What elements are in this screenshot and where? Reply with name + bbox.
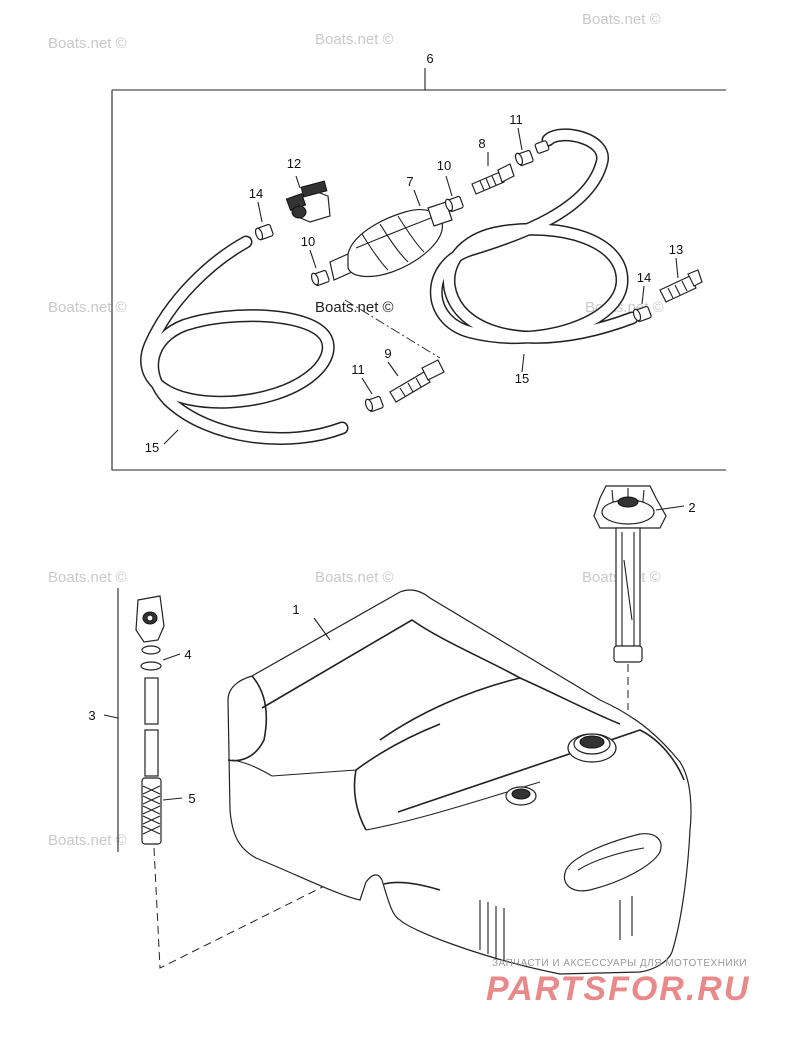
guide-line bbox=[344, 299, 441, 359]
watermark: Boats.net © bbox=[315, 31, 394, 48]
callout-14: 14 bbox=[249, 186, 263, 201]
callouts: 6 11 8 10 12 7 14 10 13 14 9 11 15 15 2 … bbox=[88, 51, 695, 806]
callout-14: 14 bbox=[637, 270, 651, 285]
branding-logo: PARTSFOR.RU bbox=[486, 970, 750, 1008]
callout-4: 4 bbox=[184, 647, 191, 662]
callout-13: 13 bbox=[669, 242, 683, 257]
site-branding: ЗАПЧАСТИ И АКСЕССУАРЫ ДЛЯ МОТОТЕХНИКИ PA… bbox=[486, 958, 750, 1008]
clamp bbox=[534, 140, 550, 154]
callout-11: 11 bbox=[351, 362, 365, 377]
fuel-line-kit-frame bbox=[111, 89, 726, 471]
clamp-fittings bbox=[254, 140, 652, 413]
hose-barb-fitting bbox=[659, 269, 703, 303]
clamp bbox=[254, 223, 274, 241]
leader-lines bbox=[103, 127, 685, 801]
clamp bbox=[364, 395, 384, 413]
watermark: Boats.net © bbox=[48, 569, 127, 586]
fuel-gauge bbox=[593, 485, 667, 710]
callout-1: 1 bbox=[292, 602, 299, 617]
primer-bulb bbox=[329, 201, 453, 281]
clamp bbox=[632, 305, 652, 323]
callout-12: 12 bbox=[287, 156, 301, 171]
clamp bbox=[444, 195, 464, 213]
watermark: Boats.net © bbox=[582, 11, 661, 28]
hose-barb-fitting bbox=[389, 359, 445, 403]
branding-subtitle: ЗАПЧАСТИ И АКСЕССУАРЫ ДЛЯ МОТОТЕХНИКИ bbox=[492, 958, 747, 969]
callout-10: 10 bbox=[301, 234, 315, 249]
watermark: Boats.net © bbox=[315, 299, 394, 316]
watermark: Boats.net © bbox=[315, 569, 394, 586]
fuel-connector bbox=[285, 180, 331, 223]
watermark: Boats.net © bbox=[48, 299, 127, 316]
fuel-pickup-tube bbox=[135, 595, 165, 845]
clamp bbox=[310, 269, 330, 287]
callout-10: 10 bbox=[437, 158, 451, 173]
watermark: Boats.net © bbox=[48, 35, 127, 52]
callout-15: 15 bbox=[145, 440, 159, 455]
hose-barb-fitting bbox=[471, 163, 515, 195]
callout-2: 2 bbox=[688, 500, 695, 515]
callout-6: 6 bbox=[426, 51, 433, 66]
callout-5: 5 bbox=[188, 791, 195, 806]
callout-7: 7 bbox=[406, 174, 413, 189]
pickup-guide-line bbox=[153, 787, 522, 969]
clamp bbox=[514, 149, 534, 167]
fuel-hose-left bbox=[140, 235, 349, 446]
fuel-tank bbox=[227, 589, 692, 975]
watermark: Boats.net © bbox=[48, 832, 127, 849]
callout-3: 3 bbox=[88, 708, 95, 723]
callout-11: 11 bbox=[509, 112, 523, 127]
callout-15: 15 bbox=[515, 371, 529, 386]
callout-8: 8 bbox=[478, 136, 485, 151]
fuel-hose-right bbox=[429, 128, 639, 345]
callout-9: 9 bbox=[384, 346, 391, 361]
